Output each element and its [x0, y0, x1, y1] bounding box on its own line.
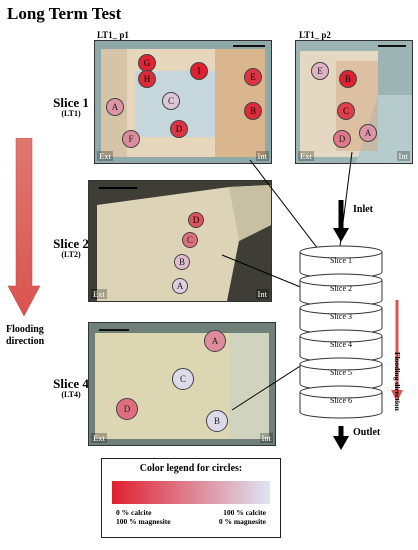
sample-circle-b: B — [339, 70, 357, 88]
legend-left-label: 0 % calcite 100 % magnesite — [116, 508, 171, 526]
legend-title: Color legend for circles: — [139, 463, 243, 474]
sample-circle-h: H — [138, 70, 156, 88]
disk-label-3: Slice 3 — [330, 312, 352, 321]
disk-label-5: Slice 5 — [330, 368, 352, 377]
sample-circle-i: I — [190, 62, 208, 80]
disk-top — [299, 273, 383, 287]
panel-title-lt1-p1: LT1_ p1 — [97, 30, 129, 40]
ext-label: Ext — [91, 433, 107, 443]
ext-label: Ext — [97, 151, 113, 161]
legend-gradient-bar — [112, 481, 270, 504]
sample-circle-b: B — [244, 102, 262, 120]
legend-left-line1: 0 % calcite — [116, 508, 152, 517]
sample-circle-c: C — [337, 102, 355, 120]
slice-4-label: Slice 4 (LT4) — [42, 377, 100, 399]
disk-top — [299, 329, 383, 343]
sample-circle-d: D — [333, 130, 351, 148]
inlet-label: Inlet — [353, 204, 373, 215]
scale-bar — [99, 187, 137, 189]
sample-circle-d: D — [170, 120, 188, 138]
disk-body — [299, 392, 383, 419]
sample-circle-d: D — [116, 398, 138, 420]
int-label: Int — [255, 151, 269, 161]
sample-circle-c: C — [182, 232, 198, 248]
disk-label-4: Slice 4 — [330, 340, 352, 349]
legend-right-line2: 0 % magnesite — [218, 516, 266, 526]
side-flooding-label: Flooding direction — [393, 352, 402, 411]
side-flooding-arrow-icon — [391, 390, 403, 402]
sample-circle-c: C — [162, 92, 180, 110]
legend-right-label: 100 % calcite 0 % magnesite — [218, 508, 266, 526]
flooding-direction-arrow — [7, 138, 41, 317]
scale-bar — [378, 45, 406, 47]
panel-title-lt1-p2: LT1_ p2 — [299, 30, 331, 40]
disk-top — [299, 245, 383, 259]
int-label: Int — [259, 433, 273, 443]
sample-circle-d: D — [188, 212, 204, 228]
sample-circle-a: A — [106, 98, 124, 116]
sample-circle-a: A — [359, 124, 377, 142]
disk-label-1: Slice 1 — [330, 256, 352, 265]
slice-4-code: (LT4) — [61, 389, 81, 399]
flooding-direction-label: Flooding direction — [6, 324, 45, 347]
legend-left-line2: 100 % magnesite — [116, 516, 171, 526]
color-legend: Color legend for circles: 0 % calcite 10… — [101, 458, 281, 538]
slice-2-label: Slice 2 (LT2) — [42, 237, 100, 259]
figure-title: Long Term Test — [7, 4, 122, 23]
disk-label-6: Slice 6 — [330, 396, 352, 405]
sample-circle-e: E — [244, 68, 262, 86]
sample-circle-a: A — [204, 330, 226, 352]
int-label: Int — [396, 151, 410, 161]
slice-1-name: Slice 1 — [53, 95, 89, 110]
sample-circle-f: F — [122, 130, 140, 148]
scale-bar — [233, 45, 265, 47]
sample-circle-c: C — [172, 368, 194, 390]
sample-circle-a: A — [172, 278, 188, 294]
sample-circle-b: B — [206, 410, 228, 432]
ext-label: Ext — [91, 289, 107, 299]
legend-right-line1: 100 % calcite — [223, 508, 266, 517]
sample-circle-e: E — [311, 62, 329, 80]
disk-top — [299, 301, 383, 315]
inlet-arrow-icon — [333, 228, 349, 242]
slice-1-label: Slice 1 (LT1) — [42, 96, 100, 118]
scale-bar — [99, 329, 129, 331]
disk-top — [299, 357, 383, 371]
int-label: Int — [255, 289, 269, 299]
slice-4-name: Slice 4 — [53, 376, 89, 391]
slice-2-name: Slice 2 — [53, 236, 89, 251]
sample-circle-b: B — [174, 254, 190, 270]
disk-top — [299, 385, 383, 399]
slice-1-code: (LT1) — [61, 108, 81, 118]
ext-label: Ext — [298, 151, 314, 161]
outlet-label: Outlet — [353, 427, 381, 438]
disk-label-2: Slice 2 — [330, 284, 352, 293]
outlet-arrow-icon — [333, 436, 349, 450]
slice-2-code: (LT2) — [61, 249, 81, 259]
